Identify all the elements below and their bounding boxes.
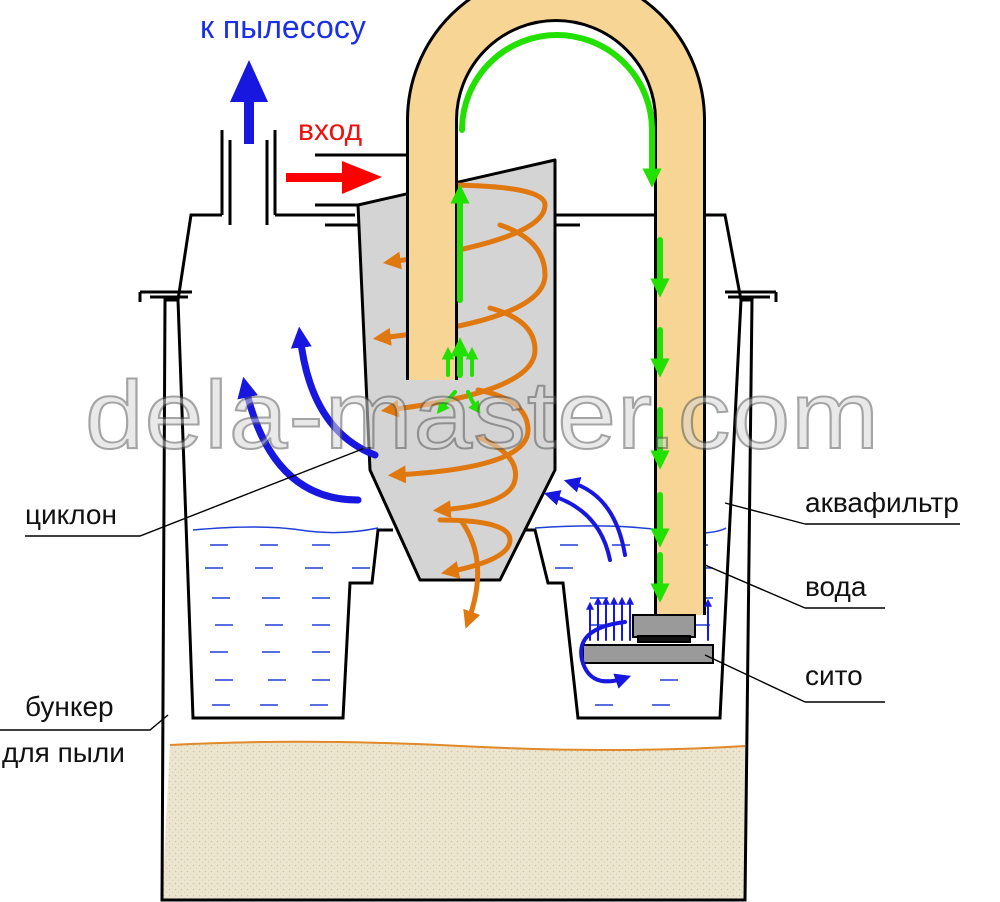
label-inlet: вход xyxy=(298,114,362,147)
blue-curve-left-big xyxy=(237,376,362,504)
water-surface-left xyxy=(192,526,379,534)
water-air-flow xyxy=(237,326,712,689)
dust-outflow-arrow xyxy=(459,519,481,629)
label-water: вода xyxy=(805,571,867,602)
arrow-right-icon xyxy=(286,161,382,194)
label-aquafilter: аквафильтр xyxy=(805,487,959,518)
arrow-up-icon xyxy=(230,60,268,144)
label-sieve: сито xyxy=(805,660,863,691)
dust-bin xyxy=(162,740,746,900)
clean-air-flow xyxy=(436,32,670,603)
container-outline xyxy=(138,290,778,902)
outlet-pipe xyxy=(220,130,277,225)
dust-spiral-flow xyxy=(372,182,548,629)
label-dust-bin-line2: для пыли xyxy=(2,737,125,768)
label-cyclone: циклон xyxy=(25,499,117,530)
sieve xyxy=(582,614,714,664)
blue-curve-left-small xyxy=(290,326,379,459)
sieve-plate xyxy=(582,644,714,664)
watermark-text: dela-master.com xyxy=(85,362,880,469)
u-tube xyxy=(406,0,706,615)
aquafilter-bowl xyxy=(176,213,743,720)
label-dust-bin-line1: бункер xyxy=(25,691,114,722)
sieve-collar xyxy=(632,614,696,638)
sieve-cap xyxy=(637,635,691,643)
leader-lines xyxy=(0,447,960,731)
dust-level-line xyxy=(169,740,746,751)
label-to-vacuum: к пылесосу xyxy=(200,9,366,45)
